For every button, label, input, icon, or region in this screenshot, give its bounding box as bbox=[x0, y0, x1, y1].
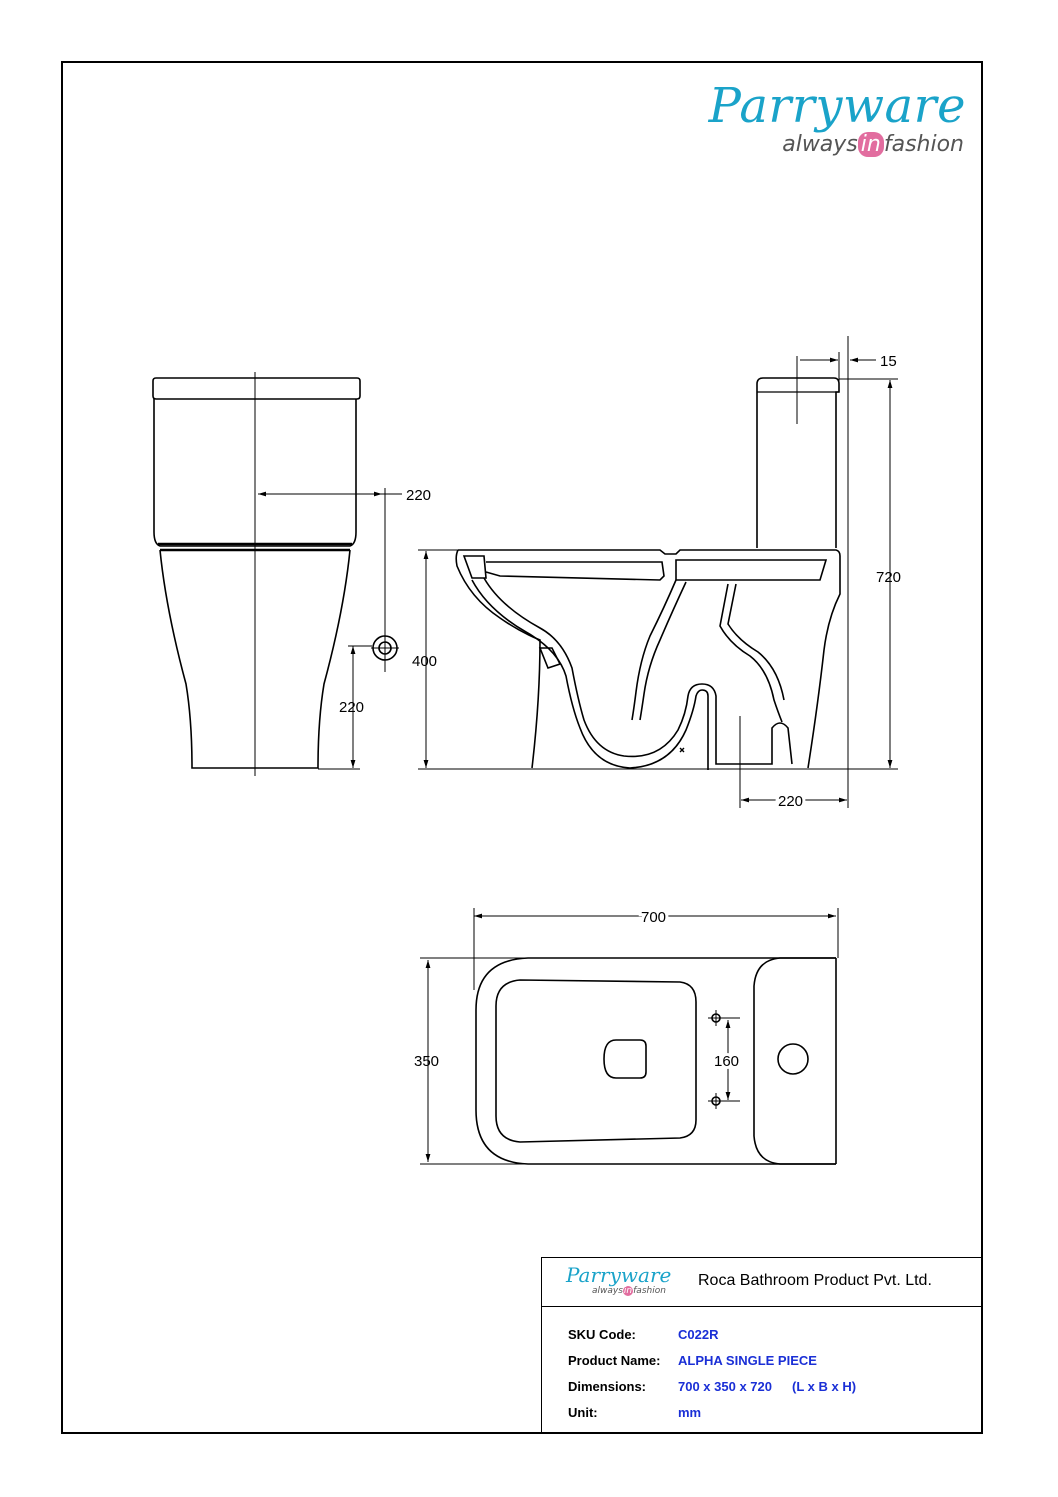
sku-row: SKU Code: C022R bbox=[542, 1321, 983, 1347]
dim-seat-height: 400 bbox=[412, 653, 437, 670]
brand-wordmark: Parryware bbox=[708, 78, 966, 134]
drawing-sheet-border bbox=[61, 61, 983, 1434]
dim-total-height: 720 bbox=[876, 569, 901, 586]
dim-outlet-from-wall: 220 bbox=[778, 793, 803, 810]
dim-length: 700 bbox=[641, 909, 666, 926]
tagline-part-2: fashion bbox=[883, 132, 964, 157]
tb-tagline-part-1: always bbox=[592, 1286, 623, 1296]
sku-label: SKU Code: bbox=[568, 1326, 636, 1342]
product-name-label: Product Name: bbox=[568, 1352, 661, 1368]
unit-row: Unit: mm bbox=[542, 1399, 983, 1425]
product-name-row: Product Name: ALPHA SINGLE PIECE bbox=[542, 1347, 983, 1373]
title-block-header: Parryware alwaysinfashion Roca Bathroom … bbox=[542, 1258, 983, 1307]
front-view bbox=[152, 372, 402, 776]
dim-tank-offset: 220 bbox=[406, 487, 431, 504]
tagline-highlight: in bbox=[857, 132, 884, 157]
title-block-tagline: alwaysinfashion bbox=[592, 1286, 671, 1296]
tb-tagline-part-2: fashion bbox=[633, 1286, 666, 1296]
tb-tagline-highlight: in bbox=[622, 1286, 634, 1296]
dimensions-label: Dimensions: bbox=[568, 1378, 647, 1394]
dim-wall-gap: 15 bbox=[880, 353, 897, 370]
dimensions-row: Dimensions: 700 x 350 x 720 (L x B x H) bbox=[542, 1373, 983, 1399]
dimensions-legend: (L x B x H) bbox=[791, 1378, 857, 1394]
sku-value: C022R bbox=[678, 1326, 719, 1342]
dimensions-value: 700 x 350 x 720 bbox=[678, 1378, 772, 1394]
tagline-part-1: always bbox=[782, 132, 858, 157]
unit-value: mm bbox=[678, 1404, 702, 1420]
side-view bbox=[418, 336, 898, 808]
company-name: Roca Bathroom Product Pvt. Ltd. bbox=[698, 1272, 932, 1289]
title-block-rows: SKU Code: C022R Product Name: ALPHA SING… bbox=[542, 1307, 983, 1425]
product-name-value: ALPHA SINGLE PIECE bbox=[678, 1352, 817, 1368]
dim-outlet-height: 220 bbox=[339, 699, 364, 716]
dim-width: 350 bbox=[414, 1053, 439, 1070]
dim-fixing-centres: 160 bbox=[714, 1053, 739, 1070]
unit-label: Unit: bbox=[568, 1404, 598, 1420]
top-view bbox=[475, 957, 837, 1165]
title-block-logo: Parryware alwaysinfashion bbox=[566, 1264, 671, 1296]
title-block-wordmark: Parryware bbox=[566, 1263, 672, 1287]
title-block: Parryware alwaysinfashion Roca Bathroom … bbox=[541, 1257, 983, 1434]
